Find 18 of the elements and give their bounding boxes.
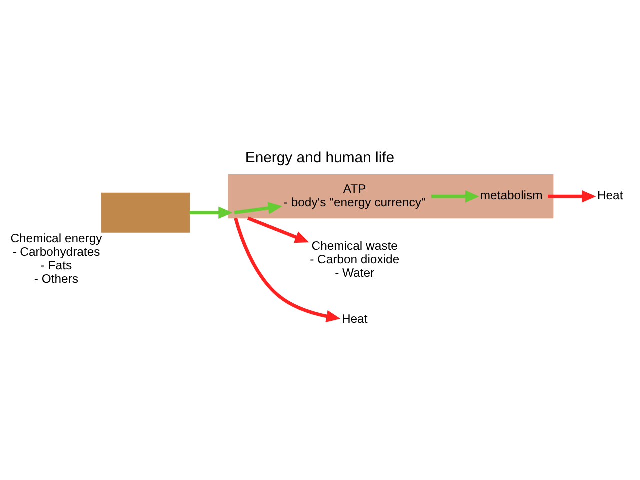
node-label: - Fats: [40, 258, 72, 272]
arrow: [548, 190, 596, 203]
arrow: [190, 206, 233, 220]
arrow: [431, 190, 480, 203]
arrow: [234, 218, 341, 323]
node-box: [101, 192, 190, 233]
node-text: ATP - body's "energy currency": [284, 182, 426, 210]
diagram-title: Energy and human life: [245, 149, 395, 166]
node-text: Heat: [342, 312, 368, 326]
node-text: Chemical waste - Carbon dioxide - Water: [310, 238, 400, 280]
cluster: [228, 174, 554, 219]
node-label: Chemical energy: [10, 231, 102, 246]
node-label: - Carbohydrates: [12, 244, 100, 259]
node-text: Heat: [597, 188, 624, 203]
arrow: [234, 202, 282, 215]
node-text: metabolism: [480, 188, 543, 203]
arrow: [247, 216, 310, 244]
node-label: - Others: [34, 272, 79, 286]
